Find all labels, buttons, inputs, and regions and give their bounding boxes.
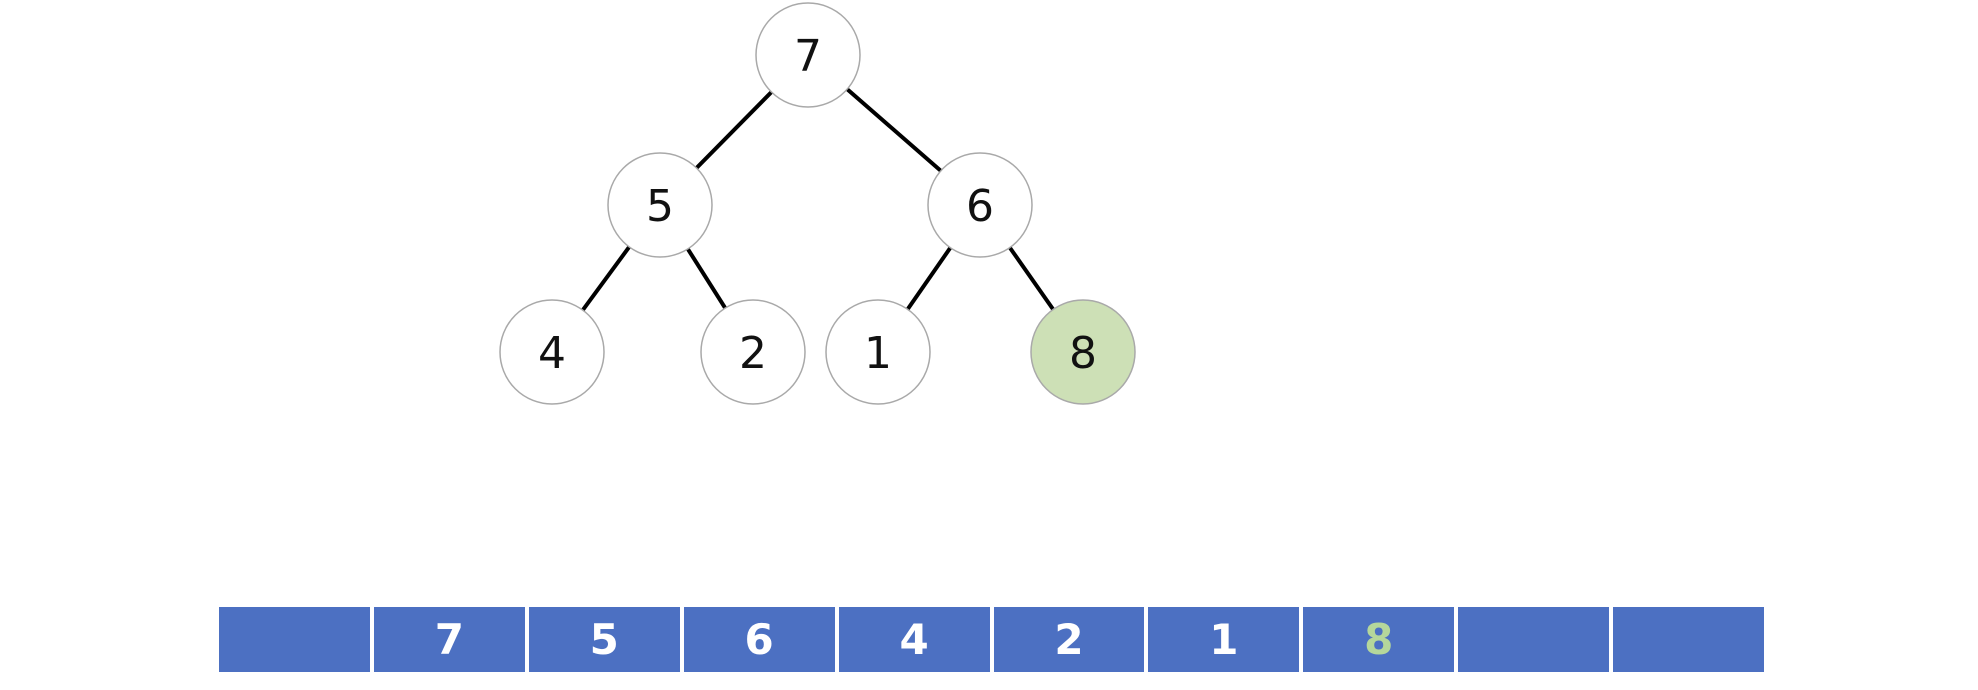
tree-node-1: [825, 299, 931, 405]
array-cell-value: 6: [744, 614, 774, 664]
tree-node-4: [499, 299, 605, 405]
array-cell-9: [1613, 607, 1765, 672]
tree-node-label-8: 8: [1069, 328, 1097, 379]
tree-node-6: [927, 152, 1033, 258]
array-cell-value: 8: [1364, 614, 1394, 664]
binary-tree: 7 5 6 4 2 1 8: [499, 2, 1136, 405]
array-cell-2: 5: [528, 607, 680, 672]
array-cell-value: 4: [899, 614, 929, 664]
array-cell-7: 8: [1303, 607, 1455, 672]
tree-node-label-1: 1: [864, 328, 892, 379]
array-cell-value: 7: [434, 614, 464, 664]
tree-node-8: [1030, 299, 1136, 405]
tree-node-7: [755, 2, 861, 108]
array-cell-6: 1: [1148, 607, 1300, 672]
array-cell-3: 6: [683, 607, 835, 672]
array-cell-5: 2: [993, 607, 1145, 672]
tree-node-label-4: 4: [538, 328, 566, 379]
array-cell-4: 4: [838, 607, 990, 672]
tree-node-label-6: 6: [966, 181, 994, 232]
tree-node-2: [700, 299, 806, 405]
array-cell-value: 5: [589, 614, 619, 664]
array-cell-value: 1: [1209, 614, 1239, 664]
array-cell-0: [219, 607, 370, 672]
array-cell-8: [1458, 607, 1610, 672]
array-cell-1: 7: [373, 607, 525, 672]
array-visualization: 7 5 6 4 2 1 8: [219, 607, 1765, 672]
tree-node-label-2: 2: [739, 328, 767, 379]
tree-node-label-5: 5: [646, 181, 674, 232]
tree-node-5: [607, 152, 713, 258]
tree-node-label-7: 7: [794, 31, 822, 82]
array-cell-value: 2: [1054, 614, 1084, 664]
